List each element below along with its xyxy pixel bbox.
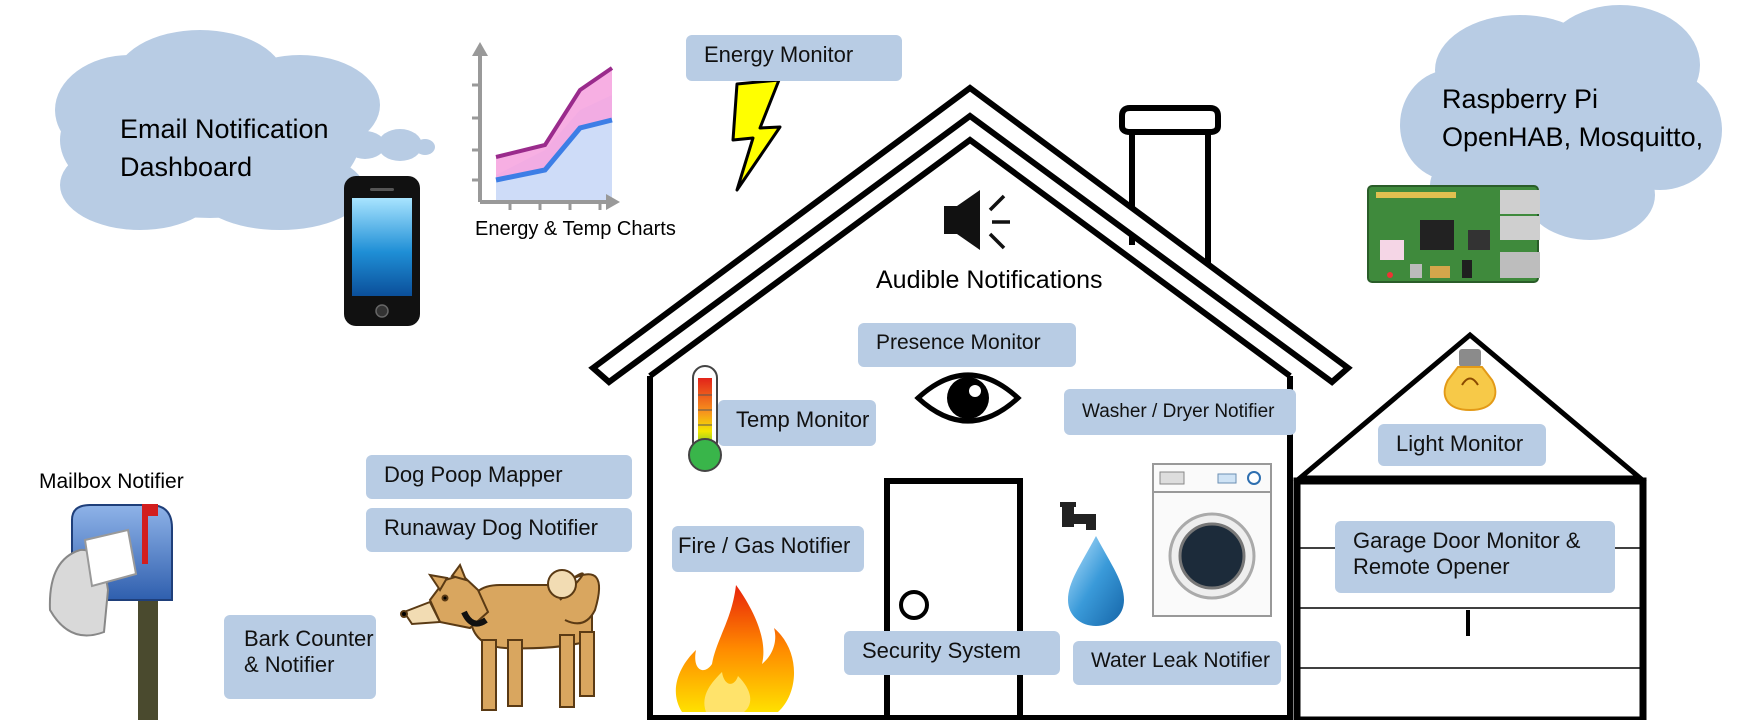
eye-icon <box>914 372 1022 424</box>
water-drop-icon <box>1068 536 1124 626</box>
rpi-cloud-line1: Raspberry Pi <box>1442 84 1599 114</box>
bark-counter-label: Bark Counter & Notifier <box>224 615 376 699</box>
fire-icon <box>675 585 795 712</box>
temp-monitor-label: Temp Monitor <box>718 400 876 446</box>
email-cloud-line1: Email Notification <box>120 114 329 144</box>
speaker-icon <box>944 190 1010 250</box>
light-monitor-label: Light Monitor <box>1378 424 1546 466</box>
email-dashboard-cloud <box>55 30 435 230</box>
rpi-cloud-line2: OpenHAB, Mosquitto, <box>1442 122 1704 152</box>
mailbox-icon <box>48 504 173 720</box>
email-dashboard-text: Email Notification Dashboard <box>120 110 329 186</box>
presence-monitor-label: Presence Monitor <box>858 323 1076 367</box>
smartphone-icon <box>344 176 420 326</box>
runaway-dog-notifier-label: Runaway Dog Notifier <box>366 508 632 552</box>
raspberry-pi-text: Raspberry Pi OpenHAB, Mosquitto, <box>1442 80 1703 156</box>
lightning-bolt-icon <box>731 78 782 192</box>
faucet-icon <box>1060 502 1096 530</box>
fire-gas-notifier-label: Fire / Gas Notifier <box>672 526 864 572</box>
garage-line1: Garage Door Monitor & <box>1353 528 1581 553</box>
energy-monitor-label: Energy Monitor <box>686 35 902 81</box>
bark-line1: Bark Counter <box>244 626 374 651</box>
washing-machine-icon <box>1152 463 1272 617</box>
security-system-label: Security System <box>844 631 1060 675</box>
bark-line2: & Notifier <box>244 652 335 677</box>
water-leak-notifier-label: Water Leak Notifier <box>1073 641 1281 685</box>
front-door <box>884 478 1023 720</box>
washer-dryer-label: Washer / Dryer Notifier <box>1064 389 1296 435</box>
raspberry-pi-board-icon <box>1367 185 1540 283</box>
thermometer-icon <box>688 365 722 472</box>
dog-icon <box>400 562 600 711</box>
email-cloud-line2: Dashboard <box>120 152 253 182</box>
garage-door-label: Garage Door Monitor & Remote Opener <box>1335 521 1615 593</box>
light-bulb-icon <box>1443 349 1497 412</box>
garage-line2: Remote Opener <box>1353 554 1510 579</box>
line-chart-icon <box>472 42 620 210</box>
charts-caption: Energy & Temp Charts <box>475 218 676 240</box>
audible-notifications-label: Audible Notifications <box>876 266 1103 294</box>
mailbox-notifier-label: Mailbox Notifier <box>39 470 184 493</box>
dog-poop-mapper-label: Dog Poop Mapper <box>366 455 632 499</box>
